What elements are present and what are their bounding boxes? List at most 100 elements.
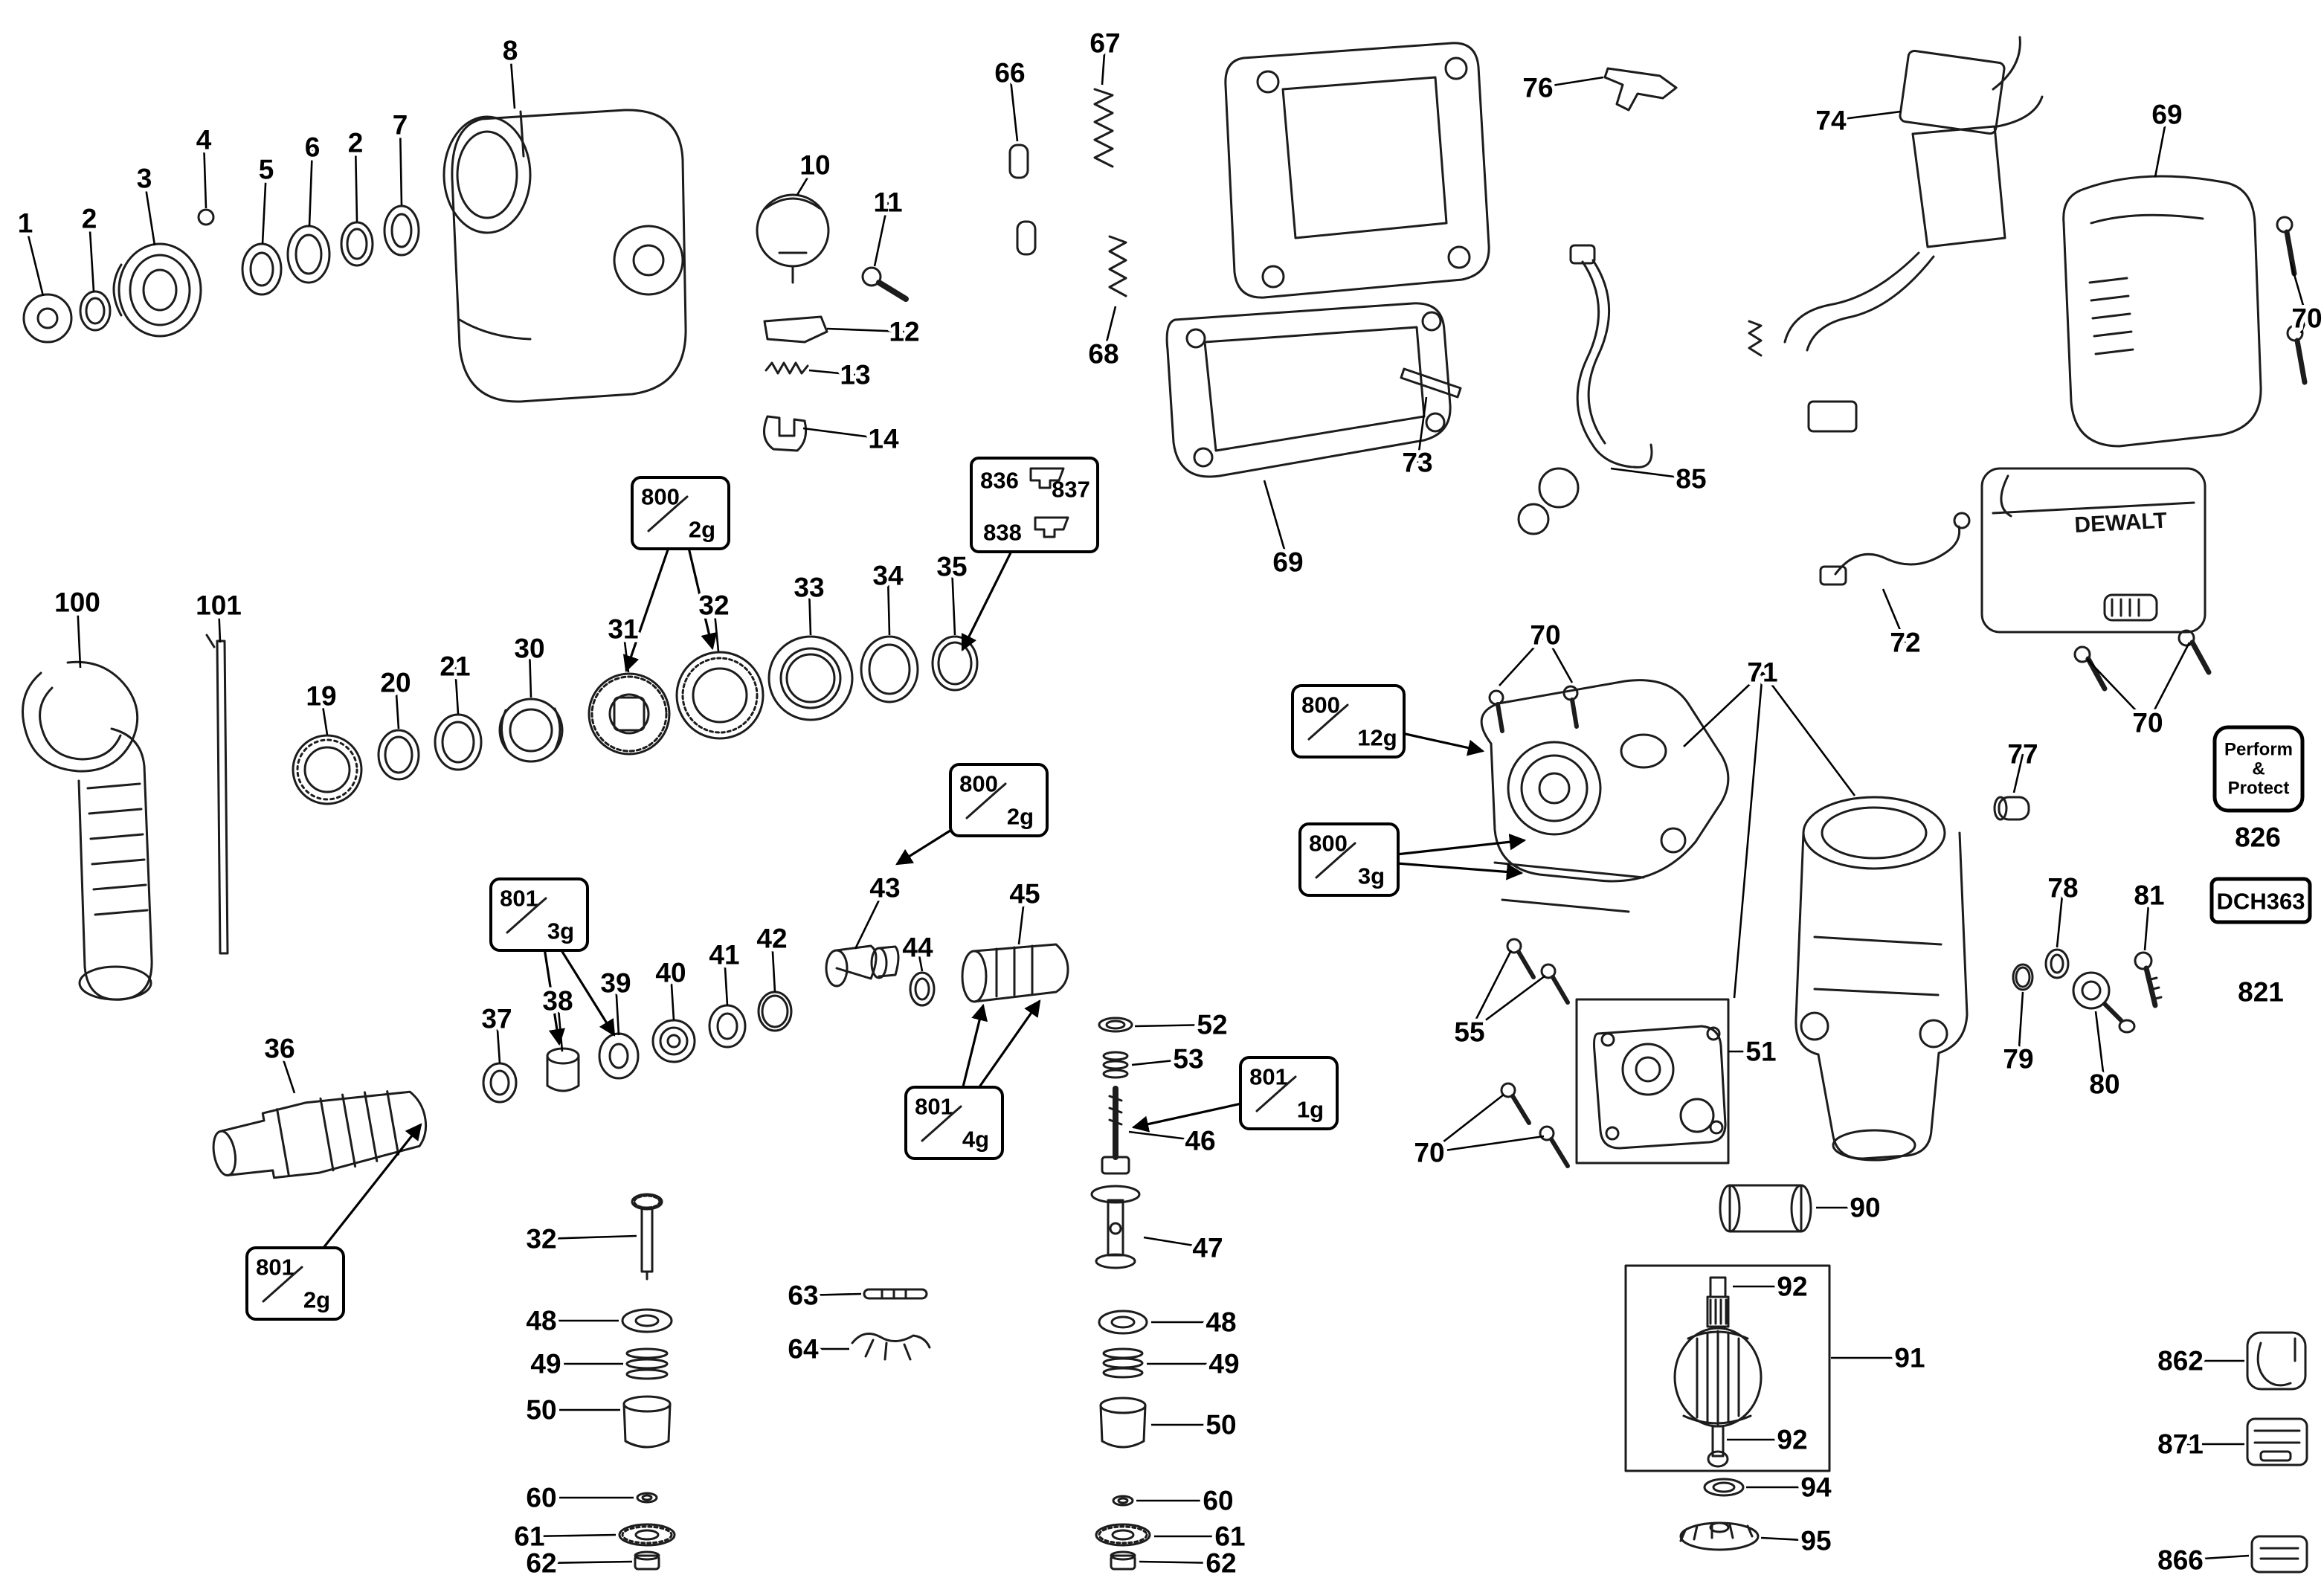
grease-tube-nozzle-icon (1282, 1075, 1297, 1089)
part-number-label: 49 (530, 1349, 561, 1379)
part-78-ring (2044, 948, 2070, 979)
part-70-screws-right (2276, 216, 2308, 385)
part-number-label: 13 (840, 360, 870, 390)
part-50-cup-right (1099, 1397, 1147, 1449)
part-number-label: 12 (889, 317, 919, 347)
part-49-spring-left (625, 1347, 669, 1380)
grease-qty-label: 4g (962, 1127, 989, 1153)
part-number-label: 826 (2235, 822, 2281, 853)
part-number-label: 68 (1088, 339, 1118, 370)
grease-code-label: 801 (500, 886, 538, 912)
part-32-ring-gear (675, 651, 765, 740)
part-51-crank-housing (1593, 1025, 1727, 1150)
part-number-label: 51 (1745, 1037, 1776, 1067)
part-number-label: 42 (756, 924, 787, 954)
grease-tube-icon (262, 1276, 292, 1303)
part-number-label: 2 (348, 128, 364, 158)
part-number-label: 871 (2157, 1429, 2204, 1460)
grease-qty-label: 2g (303, 1287, 330, 1313)
grease-tube-icon (1315, 852, 1345, 879)
part-number-label: 70 (1530, 620, 1560, 651)
grease-callouts-layer: 8002g8002g8013g8012g8014g8011g80012g8003… (245, 476, 1406, 1321)
part-91-box (1624, 1264, 1831, 1472)
part-number-label: 67 (1089, 28, 1120, 59)
part-43-coupling (825, 944, 900, 988)
part-42-oring (757, 991, 793, 1032)
part-number-label: 866 (2157, 1545, 2204, 1575)
part-77-pin (1993, 796, 2030, 821)
grease-qty-label: 2g (689, 517, 715, 543)
part-63-pin (863, 1288, 928, 1300)
part-number-label: 61 (514, 1521, 544, 1552)
part-number-label: 1 (18, 208, 33, 239)
part-number-label: 53 (1173, 1044, 1203, 1075)
grease-code-label: 801 (1249, 1064, 1288, 1090)
part-79-oring (2012, 963, 2034, 991)
part-number-label: 70 (1414, 1138, 1444, 1168)
part-number-label: 50 (1206, 1410, 1236, 1440)
part-3-clutch-assembly (112, 242, 202, 338)
part-number-label: 48 (1206, 1307, 1236, 1338)
part-number-label: 32 (526, 1224, 556, 1254)
part-number-label: 78 (2047, 873, 2078, 904)
part-66-pins (1008, 144, 1037, 256)
part-50-cup-left (622, 1395, 672, 1449)
grease-code-label: 800 (641, 484, 680, 510)
part-number-label: 31 (608, 614, 638, 645)
part-48-bearing-right (1098, 1310, 1148, 1335)
part-number-label: 72 (1890, 628, 1920, 658)
grease-qty-label: 2g (1007, 804, 1034, 830)
part-number-label: 52 (1197, 1010, 1227, 1040)
part-36-tool-holder (212, 1090, 428, 1179)
grease-code-label: 800 (1301, 692, 1340, 718)
part-number-label: 92 (1777, 1425, 1807, 1455)
part-31-gear-sleeve (588, 672, 671, 756)
part-number-label: 32 (698, 590, 729, 621)
part-101-depth-rod (205, 634, 229, 955)
part-number-label: 85 (1676, 464, 1706, 495)
part-12-lever (763, 315, 828, 344)
part-14-clip (763, 415, 808, 452)
part-number-label: 71 (1747, 657, 1777, 688)
part-85-wire-loop (1517, 244, 1653, 535)
part-47-piston (1090, 1185, 1141, 1269)
part-number-label: 43 (869, 873, 900, 904)
part-number-label: 21 (440, 651, 470, 682)
model-badge: DCH363 (2209, 877, 2312, 924)
grease-code-label: 801 (256, 1254, 294, 1281)
grease-tube-icon (965, 793, 995, 819)
part-55-screws (1506, 938, 1570, 1005)
part-76-lever (1603, 67, 1678, 112)
part-number-label: 3 (137, 164, 152, 194)
part-32-gear-shaft-left (631, 1193, 663, 1281)
part-number-label: 8 (503, 36, 518, 66)
grease-tube-icon (1255, 1086, 1285, 1112)
part-68-spring (1108, 235, 1127, 297)
part-number-label: 66 (994, 58, 1025, 88)
part-number-label: 5 (259, 155, 274, 185)
part-2-oring-second (340, 221, 374, 267)
part-number-label: 55 (1454, 1017, 1484, 1048)
part-20-washer (377, 729, 420, 781)
part-number-label: 69 (1272, 547, 1303, 578)
part-45-cylinder (961, 943, 1069, 1003)
callout-boxes: 836 837 838 Perform & Protect DCH363 (970, 457, 2312, 924)
part-number-label: 40 (655, 958, 686, 988)
grease-tube-nozzle-icon (532, 897, 547, 910)
grease-tube-icon (506, 907, 535, 934)
part-67-spring (1093, 88, 1114, 168)
svg-text:&: & (2252, 759, 2265, 779)
part-number-label: 41 (709, 940, 739, 970)
part-number-label: 70 (2291, 303, 2322, 334)
part-60-ring-left (636, 1492, 658, 1504)
part-number-label: 62 (526, 1548, 556, 1575)
part-number-label: 35 (936, 552, 967, 582)
part-53-spring (1102, 1051, 1129, 1079)
part-69-clamshell-housing (1165, 42, 1490, 478)
grease-code-label: 801 (915, 1094, 953, 1120)
